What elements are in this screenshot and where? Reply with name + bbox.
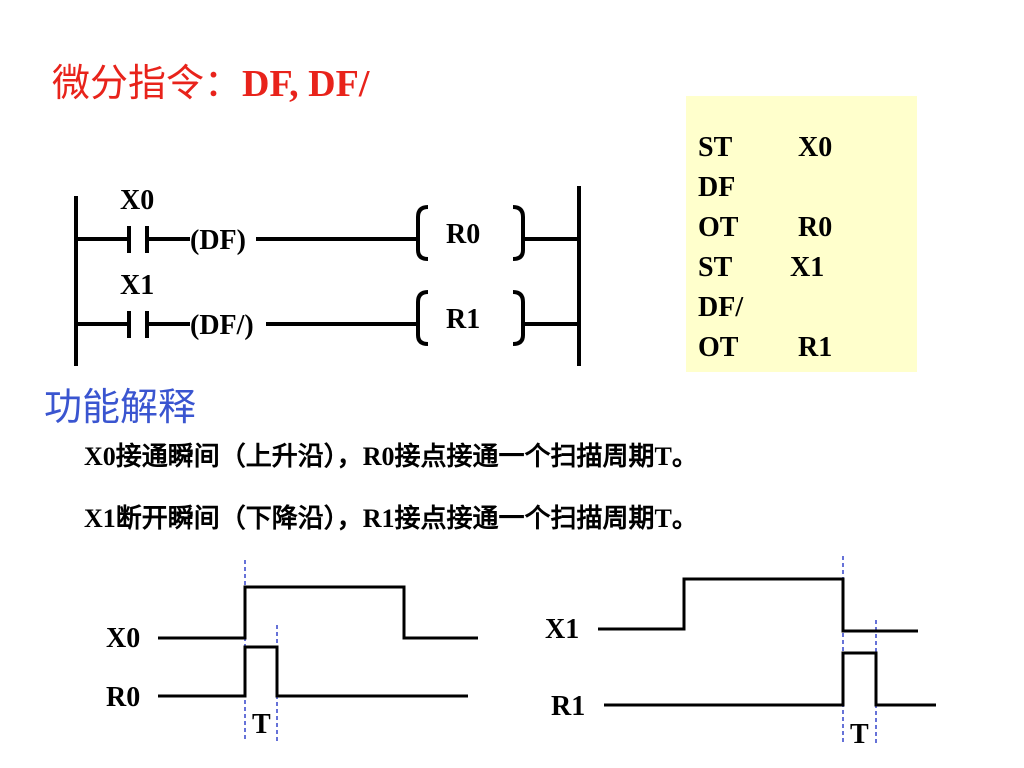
- x0-waveform: [158, 585, 478, 640]
- description-line: X1断开瞬间（下降沿），R1接点接通一个扫描周期T。: [84, 504, 698, 533]
- code-line: DF: [698, 172, 736, 203]
- x1-waveform: [598, 577, 918, 633]
- x1-signal-label: X1: [545, 614, 579, 645]
- rung1-coil-left: [416, 205, 429, 261]
- rung1-coil-label: R0: [446, 219, 480, 250]
- section-title: 功能解释: [44, 387, 197, 429]
- r0-waveform: [158, 645, 468, 698]
- rung2-coil-right: [512, 290, 525, 346]
- rung1-instr-label: (DF): [190, 225, 246, 256]
- r1-signal-label: R1: [551, 691, 585, 722]
- right-period-label: T: [850, 719, 869, 750]
- rung2-instr-label: (DF/): [190, 310, 254, 341]
- title-cn: 微分指令：: [52, 63, 243, 105]
- rung2-contact-label: X1: [120, 270, 154, 301]
- description-line: X0接通瞬间（上升沿），R0接点接通一个扫描周期T。: [84, 442, 698, 471]
- rung1-coil-right: [512, 205, 525, 261]
- rung2-coil-left: [416, 290, 429, 346]
- rung2-coil-label: R1: [446, 304, 480, 335]
- title-en: DF, DF/: [242, 63, 370, 105]
- r1-waveform: [604, 651, 936, 707]
- left-period-label: T: [252, 709, 271, 740]
- r0-signal-label: R0: [106, 682, 140, 713]
- x0-signal-label: X0: [106, 623, 140, 654]
- rung1-contact-label: X0: [120, 185, 154, 216]
- code-line: DF/: [698, 292, 744, 323]
- page-title: 微分指令：DF, DF/: [52, 52, 369, 107]
